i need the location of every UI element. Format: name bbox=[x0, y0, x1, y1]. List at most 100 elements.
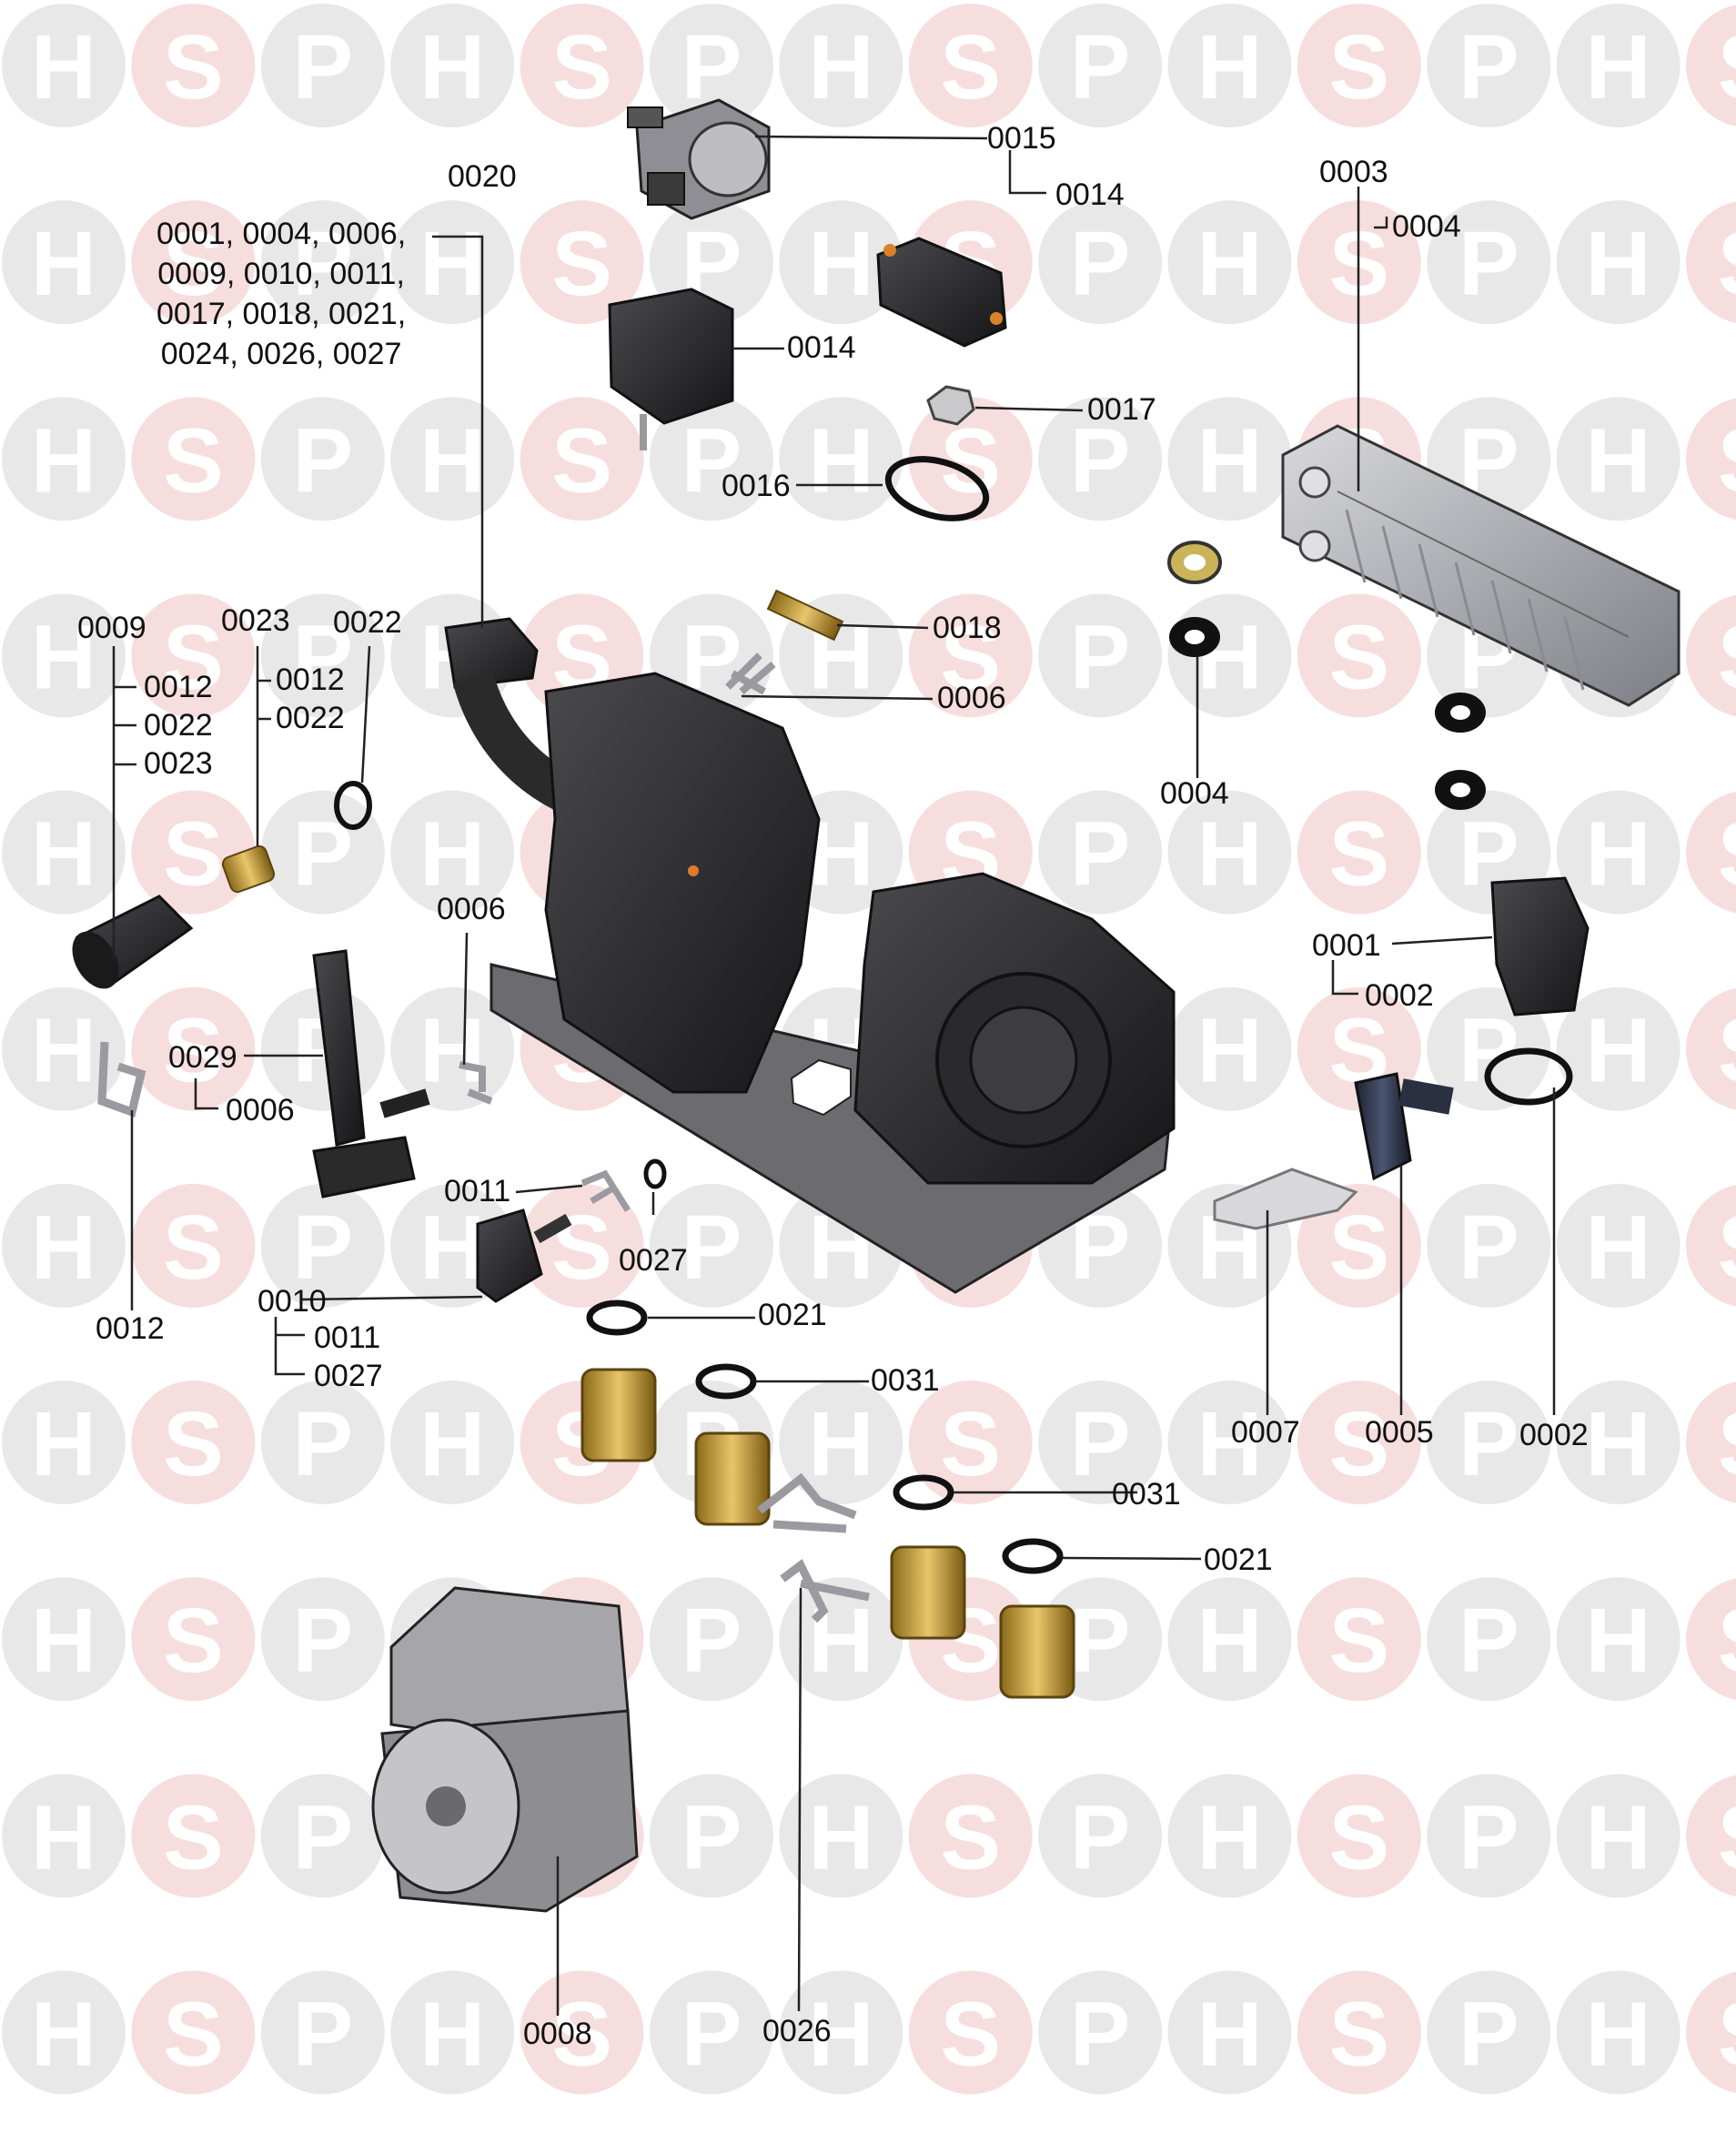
watermark-letter: P bbox=[292, 1197, 353, 1299]
part-label-0001: 0001 bbox=[1312, 928, 1381, 963]
group-label-line: 0001, 0004, 0006, bbox=[156, 217, 407, 251]
watermark-circle bbox=[520, 397, 644, 521]
watermark-circle bbox=[260, 593, 385, 718]
watermark-circle bbox=[2, 1577, 126, 1702]
watermark-letter: P bbox=[1070, 410, 1131, 511]
watermark-letter: H bbox=[31, 1786, 96, 1888]
watermark-letter: P bbox=[1458, 1197, 1519, 1299]
watermark-letter: H bbox=[1196, 1983, 1262, 2085]
watermark-circle bbox=[260, 4, 385, 127]
part-0008-pump bbox=[371, 1586, 639, 1913]
watermark-letter: H bbox=[31, 1393, 96, 1495]
watermark-letter: P bbox=[1458, 1786, 1519, 1888]
watermark-circle bbox=[779, 397, 903, 521]
watermark-circle bbox=[1556, 1970, 1680, 2095]
watermark-letter: S bbox=[163, 1000, 224, 1102]
watermark-letter: H bbox=[1196, 1786, 1262, 1888]
watermark-letter: H bbox=[1586, 1786, 1651, 1888]
watermark-circle bbox=[1686, 201, 1736, 323]
watermark-letter: S bbox=[1718, 16, 1736, 118]
part-0023-brass-insert bbox=[221, 844, 276, 894]
watermark-circle bbox=[1427, 986, 1551, 1111]
watermark-circle bbox=[1556, 1577, 1680, 1702]
watermark-circle bbox=[1556, 1774, 1680, 1898]
part-label-0023: 0023 bbox=[144, 746, 213, 781]
watermark-circle bbox=[2, 1380, 126, 1505]
watermark-circle bbox=[1038, 790, 1163, 915]
watermark-circle bbox=[908, 1380, 1033, 1505]
watermark-letter: H bbox=[419, 16, 485, 118]
watermark-circle bbox=[1686, 594, 1736, 717]
part-label-0018: 0018 bbox=[933, 611, 1002, 645]
watermark-letter: H bbox=[1586, 1000, 1651, 1102]
watermark-letter: H bbox=[419, 1000, 485, 1102]
part-label-0002: 0002 bbox=[1365, 978, 1434, 1013]
watermark-letter: P bbox=[681, 1197, 742, 1299]
watermark-circle bbox=[1556, 1183, 1680, 1308]
watermark-circle bbox=[1038, 1774, 1163, 1898]
part-0026-clip-b bbox=[780, 1559, 870, 1623]
watermark-circle bbox=[908, 1774, 1033, 1898]
watermark-letter: S bbox=[1329, 1590, 1390, 1692]
watermark-circle bbox=[131, 1970, 256, 2095]
watermark-circle bbox=[1167, 200, 1292, 325]
leader-lines bbox=[112, 135, 1556, 2016]
watermark-letter: S bbox=[551, 1983, 612, 2085]
watermark-circle bbox=[260, 790, 385, 915]
part-label-0009: 0009 bbox=[77, 611, 146, 645]
watermark-letter: H bbox=[1196, 213, 1262, 315]
part-0022-o-ring bbox=[334, 781, 372, 830]
watermark-letter: S bbox=[1329, 16, 1390, 118]
watermark-circle bbox=[1297, 4, 1421, 127]
watermark-letter: H bbox=[1196, 1393, 1262, 1495]
watermark-circle bbox=[1297, 1183, 1421, 1308]
watermark-letter: P bbox=[292, 213, 353, 315]
part-label-0017: 0017 bbox=[1087, 392, 1156, 427]
part-label-0014: 0014 bbox=[1055, 177, 1125, 212]
part-0020-hydraulic-assembly bbox=[444, 617, 1176, 1294]
watermark-circle bbox=[1167, 4, 1292, 127]
watermark-letter: P bbox=[1458, 1590, 1519, 1692]
part-0014-sensor-block bbox=[876, 237, 1007, 348]
watermark-circle bbox=[2, 1970, 126, 2095]
watermark-circle bbox=[1686, 791, 1736, 914]
watermark-circle bbox=[1686, 988, 1736, 1110]
watermark-circle bbox=[1427, 1774, 1551, 1898]
part-0021-ring-a bbox=[586, 1300, 648, 1336]
watermark-letter: H bbox=[31, 1590, 96, 1692]
watermark-circle bbox=[2, 4, 126, 127]
part-0014-actuator bbox=[608, 288, 734, 450]
watermark-circle bbox=[260, 397, 385, 521]
part-label-0006: 0006 bbox=[437, 892, 506, 926]
watermark-letter: P bbox=[681, 1590, 742, 1692]
watermark-letter: H bbox=[1586, 16, 1651, 118]
watermark-letter: P bbox=[1458, 16, 1519, 118]
watermark-letter: P bbox=[1070, 1393, 1131, 1495]
watermark-circle bbox=[260, 1970, 385, 2095]
part-0001-air-vent bbox=[1490, 876, 1590, 1016]
watermark-circle bbox=[131, 593, 256, 718]
part-label-0006: 0006 bbox=[226, 1093, 295, 1128]
part-0007-clip bbox=[1213, 1168, 1358, 1230]
watermark-circle bbox=[520, 4, 644, 127]
watermark-circle bbox=[1686, 1185, 1736, 1307]
group-label-line: 0009, 0010, 0011, bbox=[157, 257, 405, 291]
watermark-circle bbox=[131, 397, 256, 521]
part-0011-clip bbox=[580, 1169, 631, 1212]
watermark-letter: S bbox=[163, 1786, 224, 1888]
watermark-circle bbox=[1297, 1577, 1421, 1702]
part-label-0022: 0022 bbox=[144, 708, 213, 743]
part-0017-nut bbox=[926, 385, 975, 426]
watermark-letter: S bbox=[1718, 213, 1736, 315]
watermark-circle bbox=[520, 200, 644, 325]
part-label-0016: 0016 bbox=[722, 469, 791, 503]
watermark-letter: H bbox=[1196, 16, 1262, 118]
watermark-circle bbox=[1556, 986, 1680, 1111]
watermark-letter: S bbox=[163, 1393, 224, 1495]
watermark-letter: S bbox=[1718, 1590, 1736, 1692]
watermark-letter: H bbox=[1196, 1590, 1262, 1692]
watermark-letter: H bbox=[419, 804, 485, 905]
watermark-circle bbox=[1038, 4, 1163, 127]
part-label-0029: 0029 bbox=[168, 1040, 237, 1075]
watermark-letter: S bbox=[163, 804, 224, 905]
